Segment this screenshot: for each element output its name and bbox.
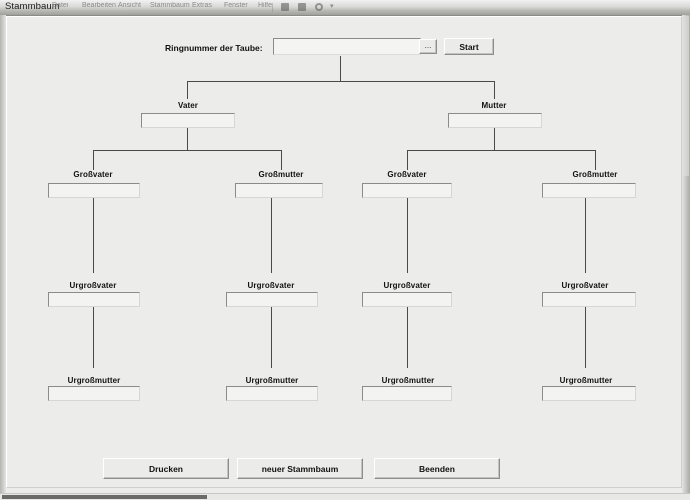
connector-grossmutter1-drop bbox=[281, 150, 282, 170]
menu-item-bearbeiten[interactable]: Bearbeiten bbox=[82, 2, 116, 9]
title-bar: Stammbaum Datei Bearbeiten Ansicht Stamm… bbox=[0, 0, 690, 16]
menu-item-extras[interactable]: Extras bbox=[192, 2, 212, 9]
label-vater: Vater bbox=[177, 101, 199, 110]
print-icon[interactable] bbox=[298, 3, 306, 11]
horizontal-scrollbar-thumb[interactable] bbox=[2, 495, 207, 499]
quit-button[interactable]: Beenden bbox=[374, 458, 500, 479]
connector-urgrossvater4-stem bbox=[585, 198, 586, 273]
connector-grossmutter2-drop bbox=[595, 150, 596, 170]
menu-item-fenster[interactable]: Fenster bbox=[224, 2, 248, 9]
connector-urgrossmutter3-stem bbox=[407, 307, 408, 368]
input-urgrossmutter-3[interactable] bbox=[362, 386, 452, 401]
vertical-scrollbar[interactable] bbox=[683, 16, 689, 176]
connector-mutter-bar bbox=[407, 150, 595, 151]
input-grossmutter-2[interactable] bbox=[542, 183, 636, 198]
connector-parents-bar bbox=[187, 81, 494, 82]
menu-item-ansicht[interactable]: Ansicht bbox=[118, 2, 141, 9]
input-urgrossvater-4[interactable] bbox=[542, 292, 636, 307]
label-urgrossmutter-1: Urgroßmutter bbox=[67, 376, 121, 385]
ringnummer-input[interactable] bbox=[273, 38, 421, 55]
toolbar-separator bbox=[272, 3, 273, 12]
label-grossmutter-2: Großmutter bbox=[572, 170, 618, 179]
input-grossvater-2[interactable] bbox=[362, 183, 452, 198]
tree-canvas: Ringnummer der Taube: ... Start Vater Mu… bbox=[7, 17, 683, 489]
connector-urgrossvater2-stem bbox=[271, 198, 272, 273]
label-grossvater-1: Großvater bbox=[73, 170, 113, 179]
connector-vater-drop bbox=[187, 81, 188, 99]
label-grossmutter-1: Großmutter bbox=[258, 170, 304, 179]
connector-urgrossmutter4-stem bbox=[585, 307, 586, 368]
start-button[interactable]: Start bbox=[444, 38, 494, 55]
input-urgrossvater-2[interactable] bbox=[226, 292, 318, 307]
connector-root-stem bbox=[340, 56, 341, 81]
connector-grossvater2-drop bbox=[407, 150, 408, 170]
label-grossvater-2: Großvater bbox=[387, 170, 427, 179]
label-urgrossmutter-4: Urgroßmutter bbox=[559, 376, 613, 385]
input-urgrossmutter-2[interactable] bbox=[226, 386, 318, 401]
input-urgrossvater-1[interactable] bbox=[48, 292, 140, 307]
connector-vater-bar bbox=[93, 150, 281, 151]
connector-urgrossvater1-stem bbox=[93, 198, 94, 273]
input-vater[interactable] bbox=[141, 113, 235, 128]
toolbar-overflow[interactable]: ▾ bbox=[330, 3, 334, 10]
menu-item-hilfe[interactable]: Hilfe bbox=[258, 2, 273, 9]
menu-item-datei[interactable]: Datei bbox=[52, 2, 69, 9]
new-tree-button[interactable]: neuer Stammbaum bbox=[237, 458, 363, 479]
input-grossvater-1[interactable] bbox=[48, 183, 140, 198]
label-urgrossvater-1: Urgroßvater bbox=[69, 281, 117, 290]
input-mutter[interactable] bbox=[448, 113, 542, 128]
horizontal-scrollbar[interactable] bbox=[0, 493, 690, 500]
input-grossmutter-1[interactable] bbox=[235, 183, 323, 198]
browse-button[interactable]: ... bbox=[419, 39, 437, 54]
label-urgrossvater-2: Urgroßvater bbox=[247, 281, 295, 290]
ringnummer-label: Ringnummer der Taube: bbox=[165, 43, 263, 53]
connector-vater-stem bbox=[187, 128, 188, 150]
label-mutter: Mutter bbox=[481, 101, 507, 110]
label-urgrossvater-3: Urgroßvater bbox=[383, 281, 431, 290]
print-button[interactable]: Drucken bbox=[103, 458, 229, 479]
label-urgrossvater-4: Urgroßvater bbox=[561, 281, 609, 290]
window-title: Stammbaum bbox=[5, 1, 60, 12]
connector-mutter-stem bbox=[494, 128, 495, 150]
window-frame-left bbox=[0, 15, 6, 493]
input-urgrossmutter-1[interactable] bbox=[48, 386, 140, 401]
connector-mutter-drop bbox=[494, 81, 495, 99]
window-frame-right bbox=[682, 15, 690, 493]
label-urgrossmutter-3: Urgroßmutter bbox=[381, 376, 435, 385]
save-icon[interactable] bbox=[281, 3, 289, 11]
input-urgrossvater-3[interactable] bbox=[362, 292, 452, 307]
client-area: Ringnummer der Taube: ... Start Vater Mu… bbox=[6, 16, 682, 488]
menu-item-stammbaum[interactable]: Stammbaum bbox=[150, 2, 190, 9]
connector-urgrossmutter1-stem bbox=[93, 307, 94, 368]
connector-grossvater1-drop bbox=[93, 150, 94, 170]
label-urgrossmutter-2: Urgroßmutter bbox=[245, 376, 299, 385]
input-urgrossmutter-4[interactable] bbox=[542, 386, 636, 401]
refresh-icon[interactable] bbox=[315, 3, 323, 11]
connector-urgrossmutter2-stem bbox=[271, 307, 272, 368]
connector-urgrossvater3-stem bbox=[407, 198, 408, 273]
